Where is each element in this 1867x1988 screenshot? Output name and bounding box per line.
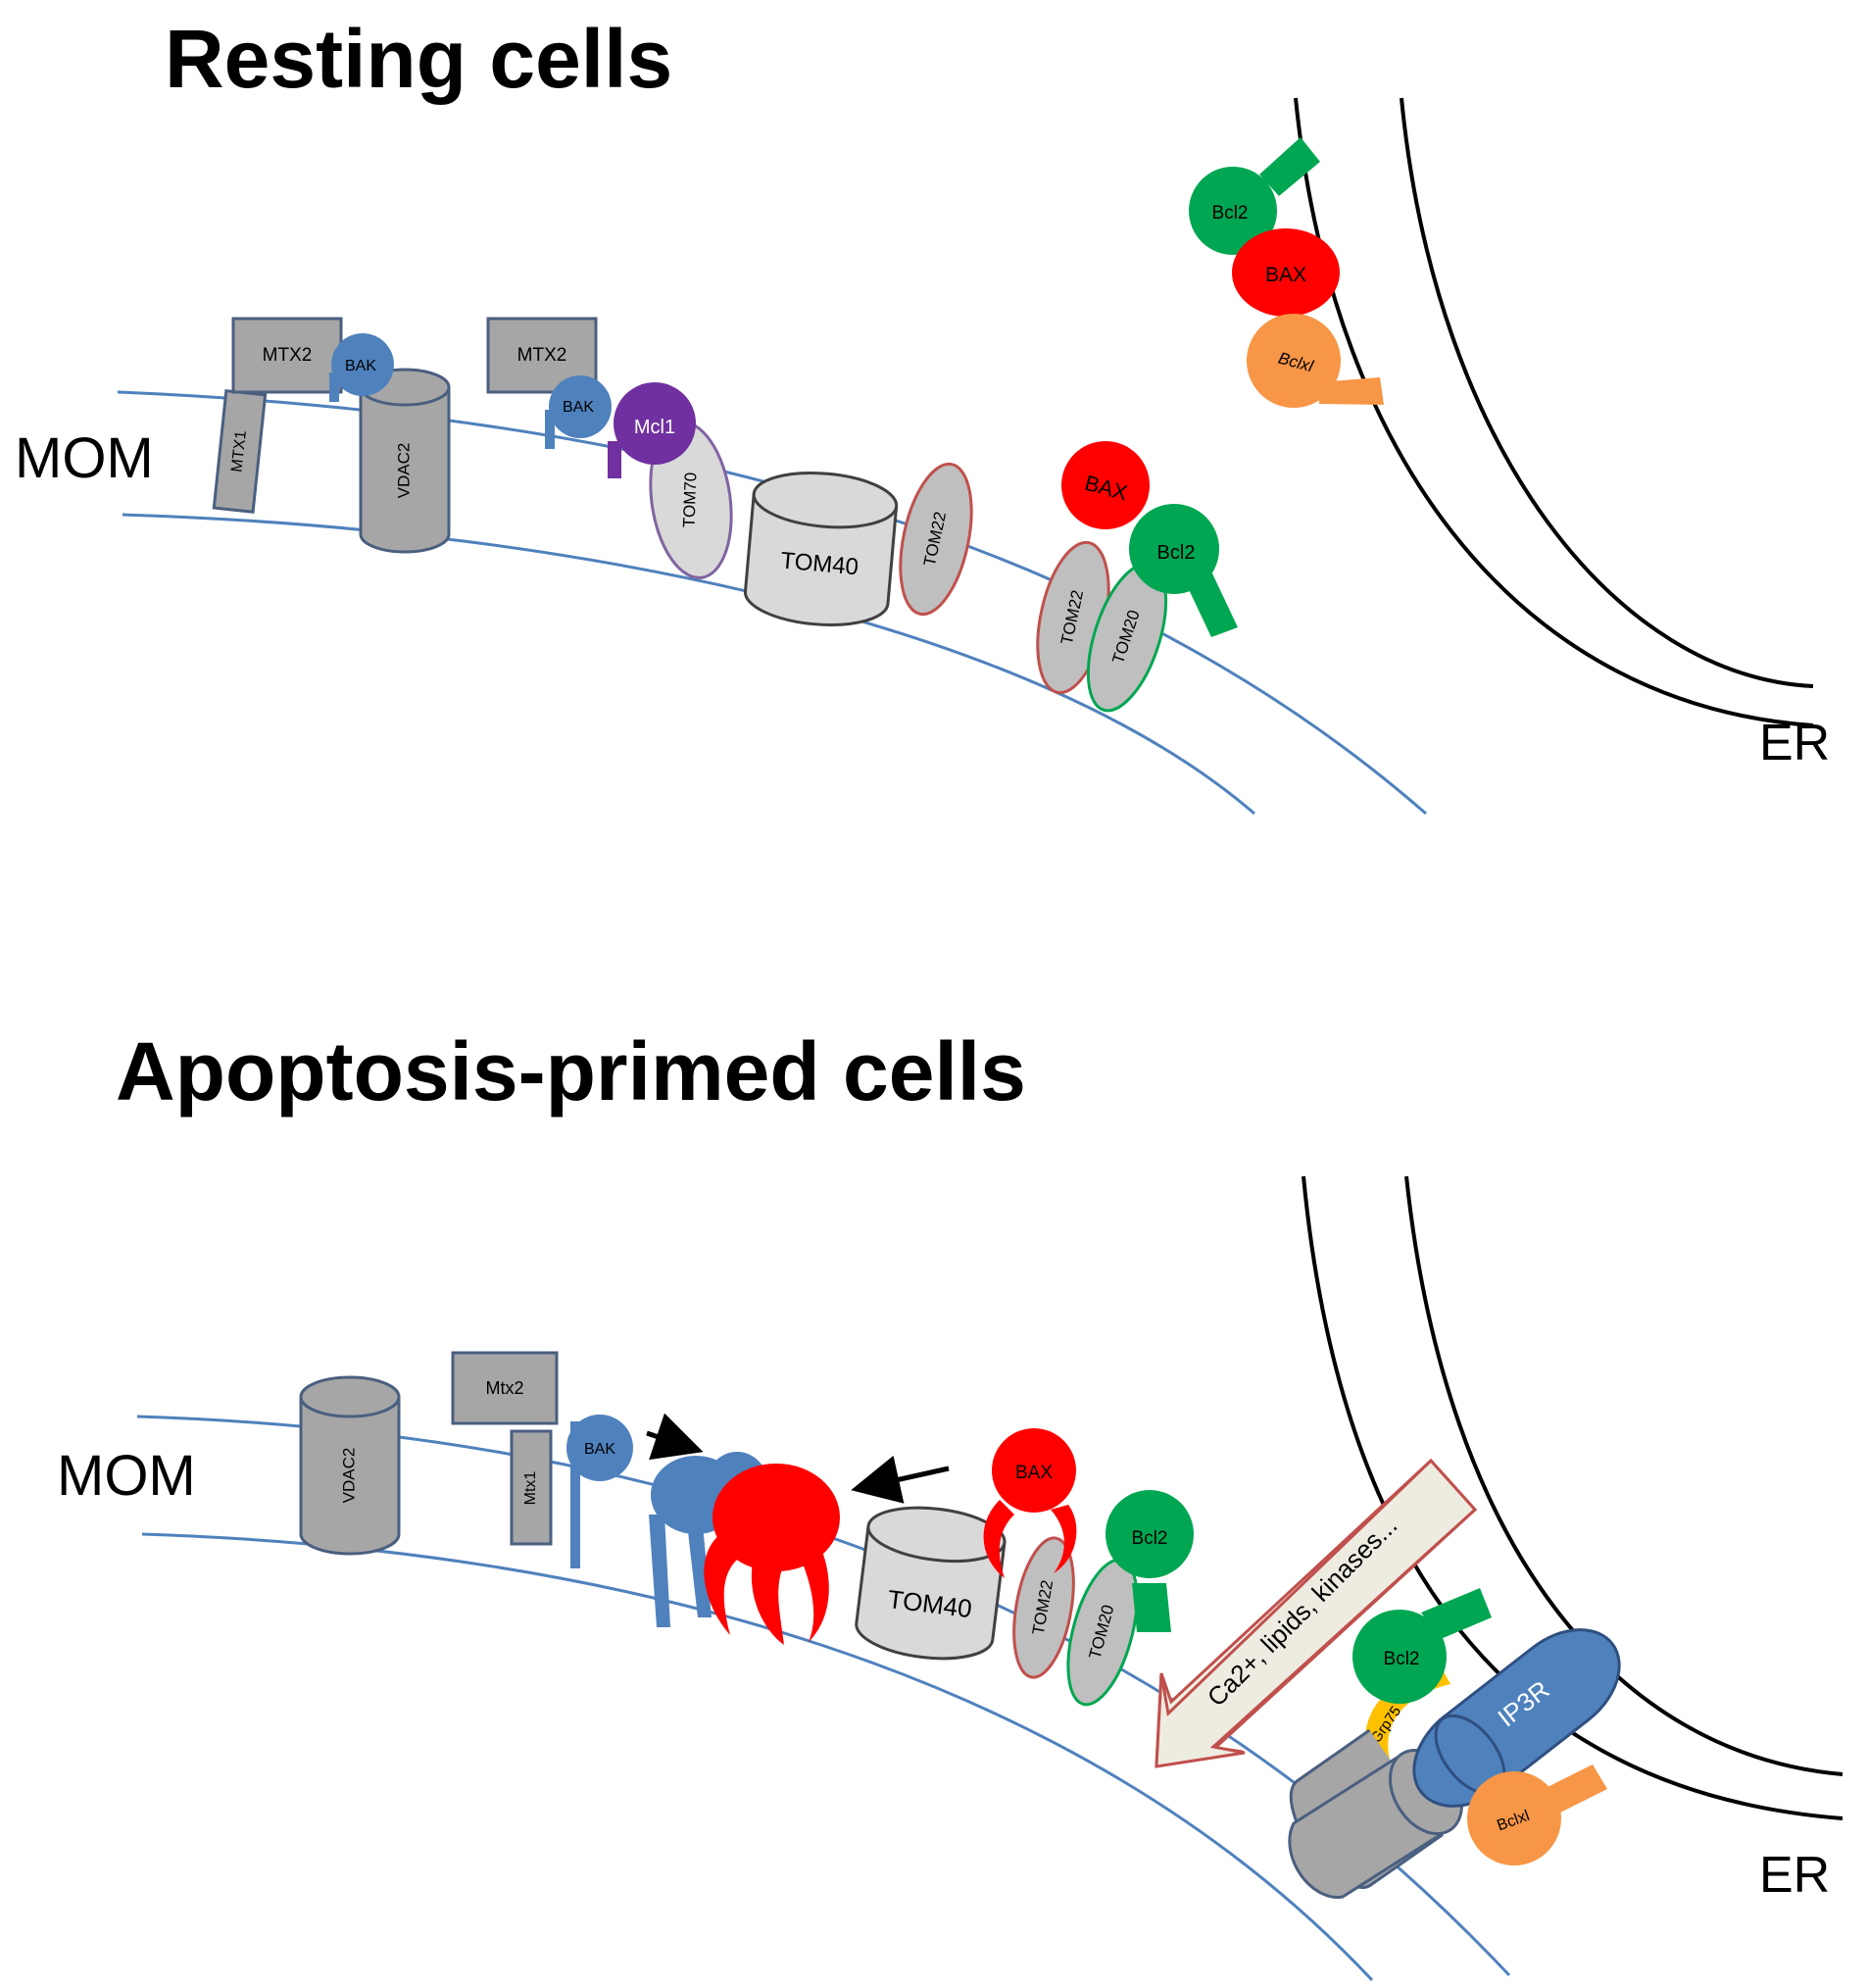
tom22-protein-a: TOM22 (899, 462, 973, 617)
bak-protein: BAK (566, 1415, 633, 1568)
vdac2-label: VDAC2 (394, 443, 413, 499)
tom70-label: TOM70 (680, 472, 701, 527)
mtx1-protein: MTX1 (212, 389, 268, 514)
mtx1-label: MTX1 (228, 429, 249, 472)
er-label: ER (1759, 1847, 1830, 1904)
bax-arrow (851, 1455, 950, 1504)
bax-protein: BAX (983, 1428, 1077, 1578)
bcl2-protein-er: Bcl2 (1189, 137, 1320, 255)
mtx2-protein-a: MTX2 (231, 317, 343, 394)
bak-label-a: BAK (345, 358, 376, 374)
bak-arrow (646, 1413, 704, 1461)
vdac2-label: VDAC2 (339, 1448, 358, 1504)
mtx1-protein: Mtx1 (510, 1429, 553, 1546)
primed-panel: ER MOM VDAC2 Mtx1 Mtx2 (57, 1175, 1843, 1982)
er-membrane-outer (1294, 97, 1814, 727)
mcl1-protein: Mcl1 (608, 382, 696, 478)
vdac2-channel: VDAC2 (359, 368, 451, 554)
er-membrane-inner (1404, 1175, 1843, 1776)
bcl2-label-er: Bcl2 (1384, 1649, 1420, 1669)
tom40-channel: TOM40 (855, 1506, 1007, 1661)
bax-protein-er: BAX (1232, 228, 1340, 317)
er-membrane-outer (1302, 1175, 1843, 1820)
bcl2-protein-er: Bcl2 (1352, 1588, 1492, 1704)
bcl2-label-er: Bcl2 (1212, 203, 1249, 224)
mtx2-label-b: MTX2 (517, 345, 567, 366)
bax-label-er: BAX (1265, 264, 1306, 286)
mom-label: MOM (15, 426, 154, 490)
mcl1-label: Mcl1 (634, 417, 675, 438)
resting-cells-title: Resting cells (165, 13, 673, 105)
bak-label-b: BAK (563, 399, 594, 416)
ip3r-receptor: IP3R (1412, 1628, 1621, 1808)
tom22-protein: TOM22 (1012, 1536, 1075, 1679)
tom20-protein: TOM20 (1086, 562, 1168, 713)
bak-protein-b: BAK (545, 375, 612, 449)
er-membrane-inner (1400, 97, 1814, 688)
mtx2-label-a: MTX2 (263, 345, 313, 366)
apoptosis-primed-title: Apoptosis-primed cells (116, 1025, 1026, 1118)
bak-label: BAK (584, 1441, 615, 1458)
bcl2-label-mom: Bcl2 (1157, 542, 1196, 564)
bclxl-protein: Bclxl (1467, 1764, 1607, 1865)
bcl2-label-mom: Bcl2 (1132, 1528, 1168, 1549)
bcl2-protein-mom: Bcl2 (1129, 504, 1238, 637)
bak-protein-a: BAK (329, 333, 394, 402)
tom40-channel: TOM40 (743, 472, 899, 626)
tom20-protein: TOM20 (1066, 1558, 1139, 1707)
mom-label: MOM (57, 1444, 196, 1508)
bax-oligomer (704, 1464, 840, 1645)
bclxl-protein-er: Bclxl (1247, 314, 1384, 408)
vdac2-channel: VDAC2 (299, 1375, 401, 1556)
er-label: ER (1759, 715, 1830, 771)
bax-label: BAX (1015, 1463, 1053, 1483)
resting-panel: ER MOM MTX1 MTX2 VDAC2 (15, 97, 1830, 816)
mtx1-label: Mtx1 (522, 1471, 539, 1506)
mtx2-label: Mtx2 (485, 1378, 523, 1398)
bax-protein-mom: BAX (1061, 441, 1150, 529)
mtx2-protein: Mtx2 (451, 1351, 559, 1425)
bcl2-protein-mom: Bcl2 (1105, 1490, 1194, 1632)
